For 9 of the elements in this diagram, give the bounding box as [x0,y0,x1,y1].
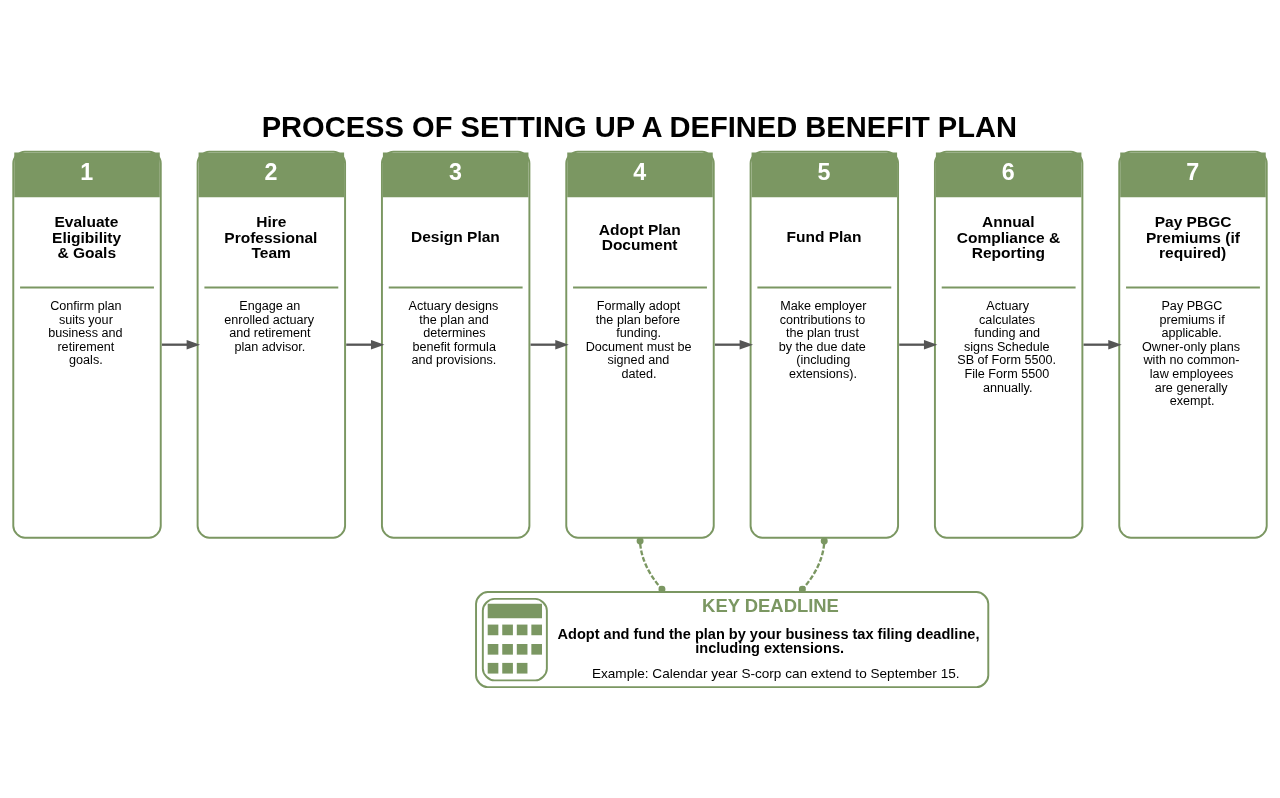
connector [636,537,666,593]
arrow [161,339,201,349]
connector [798,537,828,593]
arrow [714,339,754,349]
arrow [1083,339,1122,349]
diagram-title: PROCESS OF SETTING UP A DEFINED BENEFIT PLAN [261,110,1018,143]
arrow [530,339,569,349]
arrow [899,339,938,349]
arrow [346,339,385,349]
